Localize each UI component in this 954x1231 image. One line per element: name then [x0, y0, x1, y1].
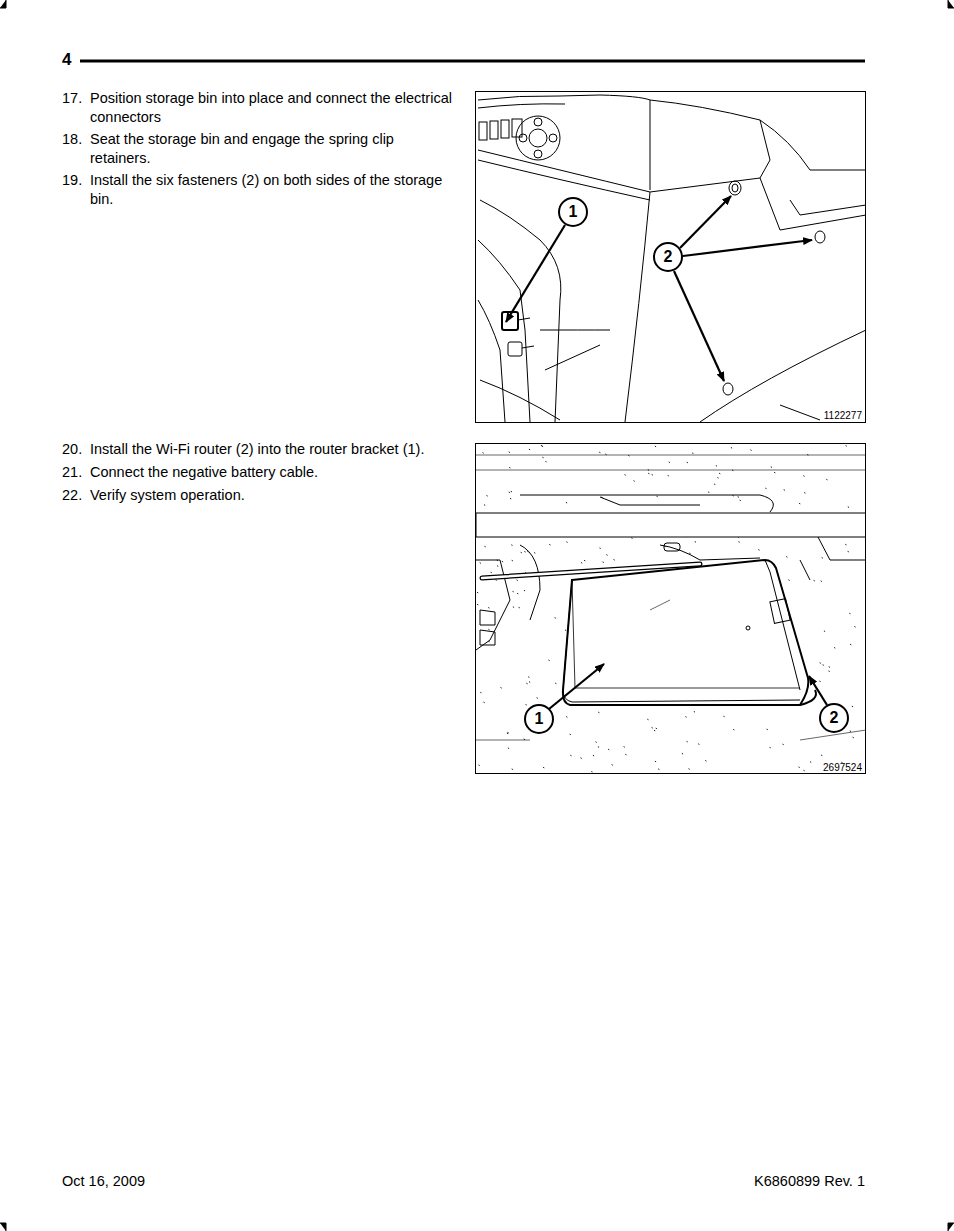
- page-number: 4: [62, 50, 82, 70]
- bin-top-edge: [478, 150, 760, 192]
- console-illustration: [478, 300, 505, 422]
- figure-number: 1122277: [760, 410, 862, 422]
- router-illustration: [746, 626, 750, 630]
- step-number: 18.: [62, 130, 90, 149]
- crop-marks: [0, 1223, 6, 1231]
- console-illustration: [780, 405, 820, 420]
- router-illustration: [650, 600, 670, 610]
- step-number: 22.: [62, 486, 90, 505]
- callout-circles: [559, 198, 587, 226]
- router-illustration: [476, 560, 510, 650]
- router-illustration: [600, 497, 700, 505]
- callout-number: 2: [819, 708, 849, 728]
- radio-outline: [478, 95, 650, 190]
- fastener-hole: [815, 231, 825, 243]
- console-illustration: [790, 200, 865, 215]
- crop-marks: [0, 0, 6, 8]
- console-illustration: [480, 200, 561, 422]
- console-illustration: [545, 345, 600, 370]
- fastener-hole: [723, 383, 733, 395]
- console-illustration: [478, 95, 865, 422]
- radio-buttons: [490, 121, 498, 139]
- crop-marks: [948, 0, 954, 8]
- callout-number: 1: [524, 709, 554, 729]
- step-text: Connect the negative battery cable.: [90, 463, 460, 482]
- radio-buttons: [534, 118, 542, 126]
- leader-arrows: [549, 664, 604, 709]
- leader-arrows: [549, 664, 827, 709]
- leader-arrows: [506, 225, 565, 322]
- callout-circles: [654, 243, 682, 271]
- radio-buttons: [519, 134, 527, 142]
- router-illustration: [664, 543, 680, 551]
- radio-buttons: [479, 122, 487, 140]
- callout-number: 1: [558, 202, 588, 222]
- electrical-connector: [508, 342, 522, 356]
- callout-circles: [820, 704, 848, 732]
- figure-number: 2697524: [760, 762, 862, 774]
- step-number: 17.: [62, 89, 90, 108]
- radio-buttons: [501, 120, 509, 138]
- cable: [660, 545, 760, 560]
- callout-circles: [525, 704, 848, 733]
- step-text: Install the Wi-Fi router (2) into the ro…: [90, 440, 460, 459]
- console-illustration: [480, 380, 560, 420]
- crop-marks: [948, 1223, 954, 1231]
- router-illustration: [572, 580, 800, 688]
- radio-buttons: [534, 150, 542, 158]
- document-number: K6860899 Rev. 1: [600, 1172, 865, 1190]
- router-illustration: [520, 545, 540, 620]
- console-illustration: [478, 104, 565, 108]
- router-bracket: [563, 560, 808, 705]
- console-illustration: [478, 240, 530, 422]
- console-illustration: [540, 330, 610, 331]
- label-plate: [770, 599, 790, 624]
- router-antenna: [482, 564, 700, 578]
- router-illustration: [800, 690, 816, 705]
- callout-circles: [525, 705, 553, 733]
- step-text: Position storage bin into place and conn…: [90, 89, 452, 127]
- figure-frame: [476, 92, 866, 423]
- carpet-speckle: [477, 445, 856, 772]
- callout-circles: [559, 198, 682, 271]
- step-number: 19.: [62, 171, 90, 190]
- leader-arrows: [683, 240, 812, 256]
- console-illustration: [478, 160, 650, 200]
- leader-arrows: [809, 676, 827, 705]
- radio-buttons: [529, 129, 547, 147]
- bin-front-edge: [625, 192, 650, 422]
- radio-buttons: [549, 134, 557, 142]
- figure-frame: [476, 444, 866, 774]
- leader-arrows: [506, 196, 812, 381]
- step-text: Install the six fasteners (2) on both si…: [90, 171, 452, 209]
- router-illustration: [476, 455, 865, 740]
- step-text: Seat the storage bin and engage the spri…: [90, 130, 452, 168]
- console-illustration: [518, 318, 534, 348]
- step-number: 20.: [62, 440, 90, 459]
- header-rule: [80, 60, 865, 63]
- console-illustration: [650, 100, 770, 178]
- carpet-speckle: [477, 445, 856, 772]
- step-number: 21.: [62, 463, 90, 482]
- router-illustration: [563, 560, 800, 702]
- fastener-hole: [729, 181, 741, 195]
- console-illustration: [760, 178, 865, 230]
- bracket-top: [520, 495, 773, 512]
- frame-rail: [476, 513, 865, 537]
- footer-date: Oct 16, 2009: [62, 1172, 262, 1190]
- router-illustration: [482, 564, 700, 578]
- leader-arrows: [680, 196, 731, 248]
- router-illustration: [800, 537, 865, 580]
- router-illustration: [480, 610, 495, 645]
- console-illustration: [700, 330, 865, 422]
- leader-arrows: [674, 271, 724, 381]
- router-illustration: [476, 455, 865, 470]
- callout-number: 2: [653, 247, 683, 267]
- console-illustration: [760, 120, 865, 170]
- console-illustration: [732, 184, 738, 192]
- radio-buttons: [516, 116, 560, 160]
- step-text: Verify system operation.: [90, 486, 460, 505]
